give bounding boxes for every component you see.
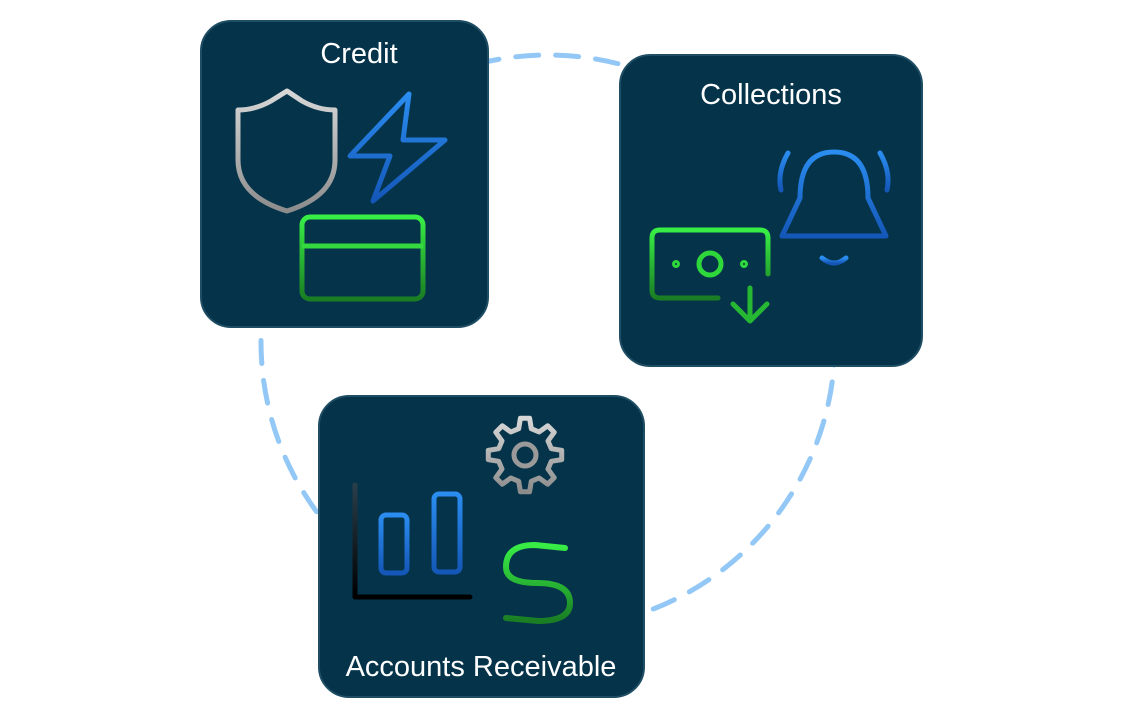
gear-icon	[485, 415, 565, 495]
accounts-receivable-card-panel: Accounts Receivable	[318, 395, 645, 698]
lightning-bolt-icon	[347, 91, 448, 204]
bar-chart-icon	[352, 482, 473, 600]
credit-card-icon	[299, 214, 426, 302]
shield-icon	[235, 88, 338, 214]
cash-receive-icon	[649, 227, 771, 324]
credit-title: Credit	[320, 38, 397, 70]
dollar-sign-icon	[502, 525, 574, 635]
credit-card-panel: Credit	[200, 20, 489, 328]
collections-card-panel: Collections	[619, 54, 923, 367]
bell-ringing-icon	[777, 149, 891, 266]
accounts-receivable-title: Accounts Receivable	[346, 651, 617, 683]
collections-title: Collections	[700, 79, 842, 111]
